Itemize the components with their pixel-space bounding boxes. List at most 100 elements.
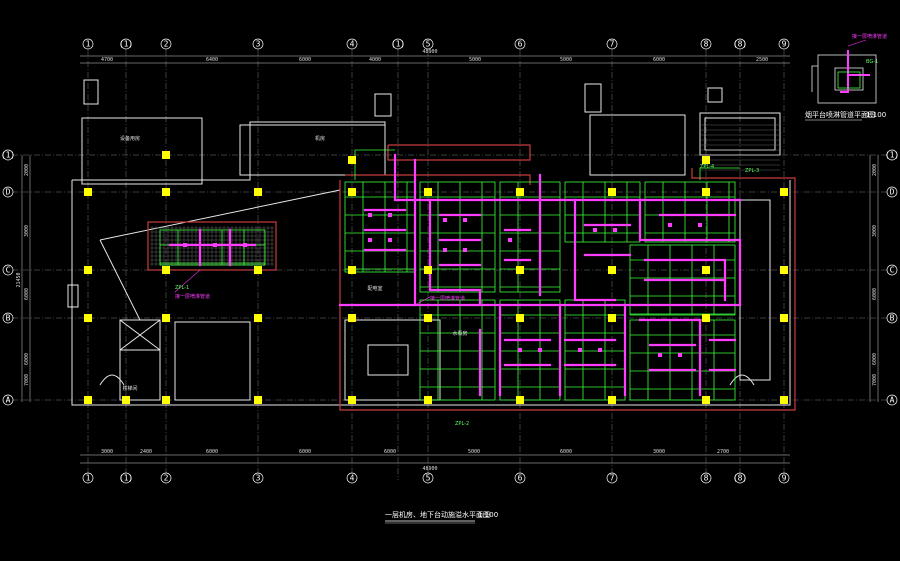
axis-bubble-right: A bbox=[886, 394, 898, 406]
dimension-text: 6400 bbox=[206, 57, 218, 63]
room-labels: 设备用房 机房 楼梯间 配电室 水泵房 bbox=[120, 135, 468, 392]
axis-bubble-top: 6 bbox=[514, 38, 526, 50]
inset-note: 接一层喷淋管道 bbox=[852, 33, 887, 40]
axis-label: B bbox=[6, 314, 11, 323]
axis-bubble-top: (1) bbox=[119, 38, 133, 50]
dimension-text: 6000 bbox=[299, 57, 311, 63]
axis-bubble-bottom: 9 bbox=[778, 472, 790, 484]
axis-bubble-top: (1) bbox=[391, 38, 405, 50]
dimension-text: 7000 bbox=[24, 374, 30, 386]
columns bbox=[84, 151, 788, 404]
axis-label: 6 bbox=[518, 40, 523, 49]
axis-label: (1) bbox=[1, 151, 15, 160]
pipe-tag: ZPL-3 bbox=[745, 168, 759, 174]
dimension-lines bbox=[21, 55, 879, 464]
axis-label: 5 bbox=[426, 474, 431, 483]
dimension-text: 4700 bbox=[101, 57, 113, 63]
axis-bubble-right: D bbox=[886, 186, 898, 198]
dimension-text: 3000 bbox=[24, 225, 30, 237]
dimension-text: 2500 bbox=[756, 57, 768, 63]
axis-label: 3 bbox=[256, 474, 261, 483]
axis-bubble-top: 1 bbox=[82, 38, 94, 50]
building-walls bbox=[67, 79, 791, 406]
axis-bubble-bottom: 3 bbox=[252, 472, 264, 484]
axis-label: 5 bbox=[426, 40, 431, 49]
inset-tag: BG-1 bbox=[866, 59, 878, 65]
axis-bubble-right: B bbox=[886, 312, 898, 324]
dimension-text: 4000 bbox=[369, 57, 381, 63]
axis-bubble-left: A bbox=[2, 394, 14, 406]
drawing-title: 一层机房、地下台动施溢水平面图 bbox=[385, 510, 490, 519]
axis-label: 9 bbox=[782, 474, 787, 483]
axis-bubble-left: C bbox=[2, 264, 14, 276]
axis-bubble-left: (1) bbox=[1, 149, 15, 161]
axis-bubble-top: 7 bbox=[606, 38, 618, 50]
dimension-text: 7000 bbox=[872, 374, 878, 386]
axis-bubble-top: 5 bbox=[422, 38, 434, 50]
dimension-text: 2000 bbox=[872, 164, 878, 176]
axis-label: 8 bbox=[704, 474, 709, 483]
drawing-scale: 1:100 bbox=[478, 511, 498, 519]
axis-bubble-bottom: 4 bbox=[346, 472, 358, 484]
pipe-note: 接一层喷淋管道 bbox=[430, 295, 465, 302]
axis-bubble-bottom: (1) bbox=[119, 472, 133, 484]
axis-bubble-right: C bbox=[886, 264, 898, 276]
dimension-text: 6000 bbox=[872, 288, 878, 300]
dimension-text: 6000 bbox=[560, 449, 572, 455]
axis-label: (1) bbox=[885, 151, 899, 160]
axis-label: (8) bbox=[733, 474, 747, 483]
dimension-text: 48900 bbox=[422, 49, 437, 55]
sprinkler-pipes bbox=[168, 153, 742, 397]
dimension-text: 6000 bbox=[24, 288, 30, 300]
pipe-note: 接一层喷淋管道 bbox=[175, 293, 210, 300]
axis-bubble-left: D bbox=[2, 186, 14, 198]
room-label: 设备用房 bbox=[120, 135, 140, 142]
axis-label: 4 bbox=[350, 40, 355, 49]
drawing-title-block: 一层机房、地下台动施溢水平面图 1:100 bbox=[385, 510, 498, 524]
axis-label: 2 bbox=[164, 40, 169, 49]
axis-bubble-top: (8) bbox=[733, 38, 747, 50]
axis-bubble-bottom: 2 bbox=[160, 472, 172, 484]
inset-plan: 接一层喷淋管道 BG-1 烟平台喷淋管道平面图 1:100 bbox=[805, 33, 887, 121]
dimension-text: 6000 bbox=[384, 449, 396, 455]
room-label: 机房 bbox=[315, 135, 325, 142]
axis-label: 2 bbox=[164, 474, 169, 483]
branch-pipes bbox=[159, 149, 740, 401]
axis-label: 9 bbox=[782, 40, 787, 49]
axis-label: 1 bbox=[86, 474, 91, 483]
dimension-text: 21450 bbox=[16, 272, 22, 287]
dimension-text: 48900 bbox=[422, 466, 437, 472]
pipe-tag: ZPL-4 bbox=[700, 164, 714, 170]
axis-bubble-bottom: (8) bbox=[733, 472, 747, 484]
axis-label: 6 bbox=[518, 474, 523, 483]
room-label: 水泵房 bbox=[452, 330, 467, 337]
axis-label: A bbox=[6, 396, 11, 405]
axis-label: 7 bbox=[610, 474, 615, 483]
inset-scale: 1:100 bbox=[866, 111, 886, 119]
axis-label: (1) bbox=[119, 474, 133, 483]
dimension-text: 5000 bbox=[468, 449, 480, 455]
pipe-tag: ZPL-2 bbox=[455, 421, 469, 427]
dimension-text: 3000 bbox=[101, 449, 113, 455]
axis-label: 4 bbox=[350, 474, 355, 483]
axis-bubble-left: B bbox=[2, 312, 14, 324]
dimension-text: 5000 bbox=[560, 57, 572, 63]
dimension-text: 6000 bbox=[206, 449, 218, 455]
axis-label: 3 bbox=[256, 40, 261, 49]
dimension-text: 2000 bbox=[24, 164, 30, 176]
red-outline bbox=[147, 144, 796, 411]
pipe-tag: ZPL-1 bbox=[175, 285, 189, 291]
dimension-text: 6000 bbox=[24, 353, 30, 365]
axis-bubble-bottom: 6 bbox=[514, 472, 526, 484]
axis-bubble-bottom: 5 bbox=[422, 472, 434, 484]
axis-bubble-bottom: 7 bbox=[606, 472, 618, 484]
axis-label: 1 bbox=[86, 40, 91, 49]
dimension-text: 6000 bbox=[872, 353, 878, 365]
axis-bubble-right: (1) bbox=[885, 149, 899, 161]
axis-label: D bbox=[6, 188, 11, 197]
inset-title: 烟平台喷淋管道平面图 bbox=[805, 110, 875, 119]
axis-label: B bbox=[890, 314, 895, 323]
room-label: 配电室 bbox=[367, 285, 382, 292]
